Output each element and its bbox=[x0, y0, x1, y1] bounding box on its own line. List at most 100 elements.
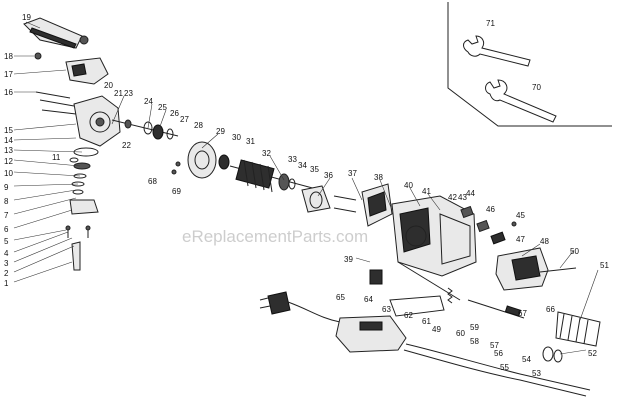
callout-27: 27 bbox=[180, 115, 189, 124]
spindle-stack-icon bbox=[65, 147, 99, 271]
callout-1: 1 bbox=[4, 279, 9, 288]
callout-70: 70 bbox=[532, 83, 541, 92]
callout-3: 3 bbox=[4, 259, 9, 268]
callout-30: 30 bbox=[232, 133, 241, 142]
callout-56: 56 bbox=[494, 349, 503, 358]
callout-67: 67 bbox=[518, 309, 527, 318]
callout-13: 13 bbox=[4, 146, 13, 155]
callout-35: 35 bbox=[310, 165, 319, 174]
switch-64-icon bbox=[369, 269, 383, 285]
callout-49: 49 bbox=[432, 325, 441, 334]
callout-50: 50 bbox=[570, 247, 579, 256]
callout-6: 6 bbox=[4, 225, 9, 234]
callout-14: 14 bbox=[4, 136, 13, 145]
callout-28: 28 bbox=[194, 121, 203, 130]
wrench-70-icon bbox=[485, 79, 557, 123]
callout-22: 22 bbox=[122, 141, 131, 150]
fan-36-icon bbox=[301, 185, 331, 213]
callout-23: 23 bbox=[124, 89, 133, 98]
callout-labels: 1 2 3 4 5 6 7 8 9 10 11 12 13 14 15 16 1… bbox=[4, 13, 609, 378]
brush-holder-icon bbox=[460, 205, 517, 245]
callout-20: 20 bbox=[104, 81, 113, 90]
callout-47: 47 bbox=[516, 235, 525, 244]
callout-59: 59 bbox=[470, 323, 479, 332]
callout-46: 46 bbox=[486, 205, 495, 214]
callout-57: 57 bbox=[490, 341, 499, 350]
callout-38: 38 bbox=[374, 173, 383, 182]
callout-29: 29 bbox=[216, 127, 225, 136]
callout-21: 21 bbox=[114, 89, 123, 98]
callout-51: 51 bbox=[600, 261, 609, 270]
handle-bracket-19-icon bbox=[23, 17, 89, 49]
callout-4: 4 bbox=[4, 249, 9, 258]
callout-26: 26 bbox=[170, 109, 179, 118]
callout-36: 36 bbox=[324, 171, 333, 180]
callout-31: 31 bbox=[246, 137, 255, 146]
rear-cap-48-icon bbox=[495, 247, 577, 291]
callout-17: 17 bbox=[4, 70, 13, 79]
callout-40: 40 bbox=[404, 181, 413, 190]
callout-37: 37 bbox=[348, 169, 357, 178]
callout-39: 39 bbox=[344, 255, 353, 264]
callout-58: 58 bbox=[470, 337, 479, 346]
callout-16: 16 bbox=[4, 88, 13, 97]
callout-48: 48 bbox=[540, 237, 549, 246]
motor-housing-40-icon bbox=[391, 195, 477, 301]
callout-63: 63 bbox=[382, 305, 391, 314]
callout-32: 32 bbox=[262, 149, 271, 158]
end-bell-29-icon bbox=[171, 141, 217, 179]
watermark-text: eReplacementParts.com bbox=[182, 227, 368, 246]
callout-64: 64 bbox=[364, 295, 373, 304]
screw-18-icon bbox=[34, 52, 42, 60]
callout-53: 53 bbox=[532, 369, 541, 378]
callout-8: 8 bbox=[4, 197, 9, 206]
callout-24: 24 bbox=[144, 97, 153, 106]
armature-32-icon bbox=[229, 159, 321, 193]
callout-42: 42 bbox=[448, 193, 457, 202]
callout-41: 41 bbox=[422, 187, 431, 196]
callout-33: 33 bbox=[288, 155, 297, 164]
callout-19: 19 bbox=[22, 13, 31, 22]
callout-15: 15 bbox=[4, 126, 13, 135]
callout-61: 61 bbox=[422, 317, 431, 326]
spring-59-icon bbox=[447, 287, 453, 304]
callout-18: 18 bbox=[4, 52, 13, 61]
leader-lines bbox=[13, 21, 599, 355]
callout-5: 5 bbox=[4, 237, 9, 246]
callout-55: 55 bbox=[500, 363, 509, 372]
wrench-inset bbox=[447, 2, 612, 127]
gear-housing-22-icon bbox=[73, 95, 121, 147]
callout-9: 9 bbox=[4, 183, 9, 192]
callout-45: 45 bbox=[516, 211, 525, 220]
callout-66: 66 bbox=[546, 305, 555, 314]
armature-shaft-icon bbox=[111, 119, 179, 140]
callout-44: 44 bbox=[466, 189, 475, 198]
callout-65: 65 bbox=[336, 293, 345, 302]
callout-12: 12 bbox=[4, 157, 13, 166]
washers-52-icon bbox=[542, 346, 563, 363]
callout-2: 2 bbox=[4, 269, 9, 278]
callout-34: 34 bbox=[298, 161, 307, 170]
wrench-71-icon bbox=[463, 35, 531, 67]
callout-71: 71 bbox=[486, 19, 495, 28]
callout-52: 52 bbox=[588, 349, 597, 358]
washer-11-icon bbox=[69, 157, 79, 163]
callout-11: 11 bbox=[52, 153, 61, 162]
callout-68: 68 bbox=[148, 177, 157, 186]
field-38-icon bbox=[361, 183, 393, 227]
callout-7: 7 bbox=[4, 211, 9, 220]
screws-37-icon bbox=[333, 195, 357, 213]
guard-17-icon bbox=[65, 57, 109, 85]
screws-16-icon bbox=[35, 91, 77, 115]
callout-60: 60 bbox=[456, 329, 465, 338]
callout-62: 62 bbox=[404, 311, 413, 320]
callout-43: 43 bbox=[458, 193, 467, 202]
callout-69: 69 bbox=[172, 187, 181, 196]
bearing-30-icon bbox=[218, 154, 230, 170]
rod-67-icon bbox=[467, 299, 525, 319]
handle-grip-51-icon bbox=[555, 311, 601, 347]
power-cord-65-icon bbox=[259, 291, 591, 397]
plate-62-icon bbox=[389, 295, 445, 317]
